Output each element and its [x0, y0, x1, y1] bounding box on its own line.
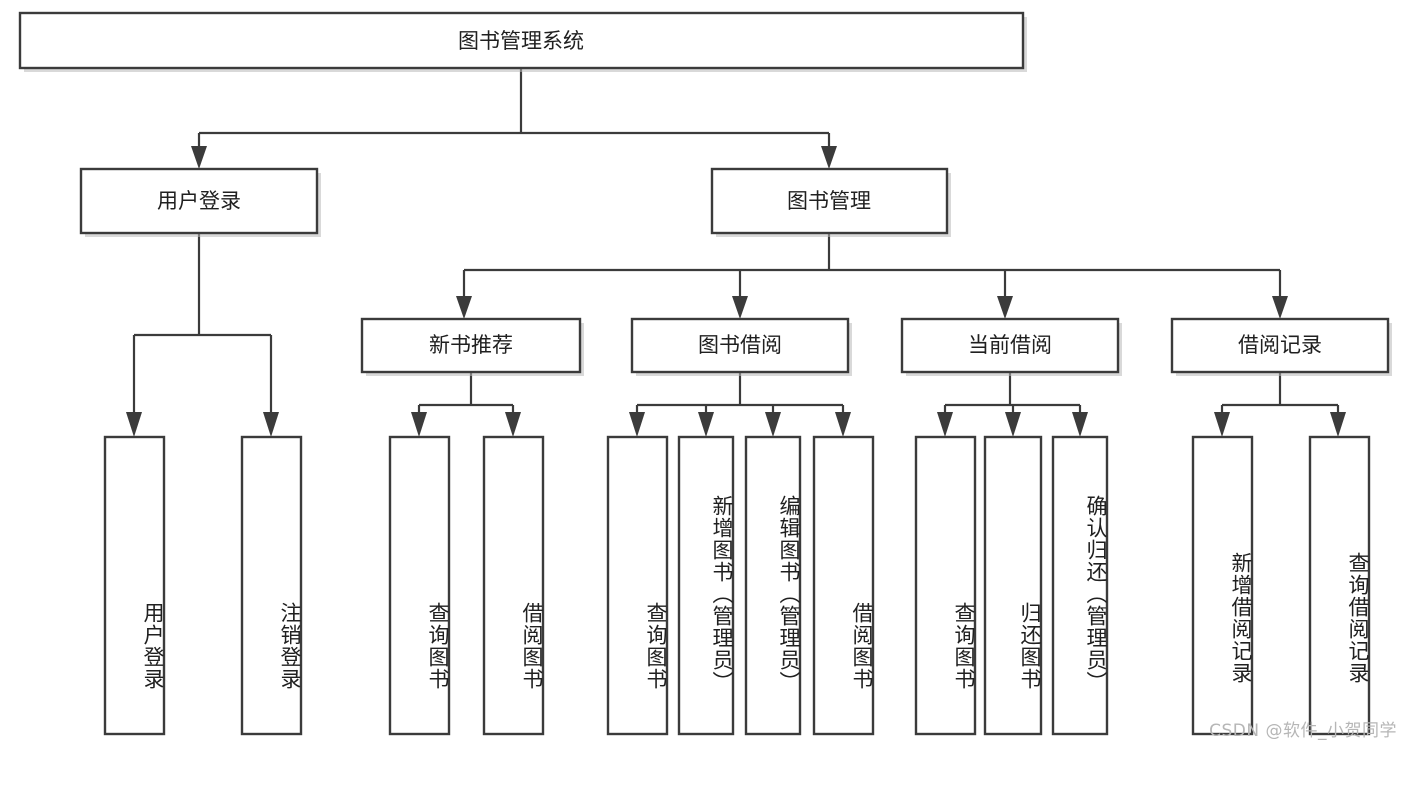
node-box-leaf-12[interactable] — [1191, 435, 1254, 736]
node-label-current: 当前借阅 — [968, 333, 1052, 357]
node-label-newbook: 新书推荐 — [429, 333, 513, 357]
arrow-to-leaf-13 — [1330, 412, 1346, 437]
arrow-to-login — [191, 146, 207, 169]
arrow-to-leaf-4 — [505, 412, 521, 437]
node-box-leaf-6[interactable] — [677, 435, 735, 736]
node-box-leaf-5[interactable] — [606, 435, 669, 736]
node-label-login: 用户登录 — [157, 189, 241, 213]
arrow-to-leaf-10 — [1005, 412, 1021, 437]
node-box-leaf-2[interactable] — [240, 435, 303, 736]
node-box-leaf-7[interactable] — [744, 435, 802, 736]
arrow-to-leaf-1 — [126, 412, 142, 437]
arrow-to-leaf-6 — [698, 412, 714, 437]
node-box-current[interactable] — [900, 317, 1120, 374]
tree-diagram-svg: 图书管理系统 用户登录 图书管理 新书推荐 图书借阅 当前借阅 借阅记录 — [18, 11, 1392, 736]
arrow-to-leaf-5 — [629, 412, 645, 437]
arrow-to-leaf-3 — [411, 412, 427, 437]
node-box-leaf-10[interactable] — [983, 435, 1043, 736]
node-box-leaf-11[interactable] — [1051, 435, 1109, 736]
arrow-to-leaf-7 — [765, 412, 781, 437]
arrow-to-borrow — [732, 296, 748, 319]
node-box-leaf-9[interactable] — [914, 435, 977, 736]
node-box-leaf-8[interactable] — [812, 435, 875, 736]
arrow-to-current — [997, 296, 1013, 319]
arrow-to-bookmgmt — [821, 146, 837, 169]
node-label-borrow: 图书借阅 — [698, 333, 782, 357]
node-box-login[interactable] — [79, 167, 319, 235]
node-box-leaf-1[interactable] — [103, 435, 166, 736]
node-label-records: 借阅记录 — [1238, 333, 1322, 357]
arrow-to-leaf-2 — [263, 412, 279, 437]
node-box-leaf-4[interactable] — [482, 435, 545, 736]
node-box-newbook[interactable] — [360, 317, 582, 374]
node-layer: 图书管理系统 用户登录 图书管理 新书推荐 图书借阅 当前借阅 借阅记录 — [18, 11, 1392, 736]
arrow-to-records — [1272, 296, 1288, 319]
node-box-borrow[interactable] — [630, 317, 850, 374]
node-box-records[interactable] — [1170, 317, 1390, 374]
arrow-to-leaf-9 — [937, 412, 953, 437]
arrow-to-leaf-8 — [835, 412, 851, 437]
node-label-bookmgmt: 图书管理 — [787, 189, 871, 213]
node-box-bookmgmt[interactable] — [710, 167, 949, 235]
csdn-watermark: CSDN @软件_小贺同学 — [1209, 721, 1397, 741]
node-box-leaf-3[interactable] — [388, 435, 451, 736]
diagram-canvas: 图书管理系统 用户登录 图书管理 新书推荐 图书借阅 当前借阅 借阅记录 — [18, 11, 1397, 741]
node-box-leaf-13[interactable] — [1308, 435, 1371, 736]
node-box-root[interactable] — [18, 11, 1025, 70]
node-label-root: 图书管理系统 — [458, 29, 584, 53]
arrow-to-leaf-12 — [1214, 412, 1230, 437]
arrow-to-leaf-11 — [1072, 412, 1088, 437]
arrow-to-newbook — [456, 296, 472, 319]
connector-layer — [126, 68, 1346, 437]
